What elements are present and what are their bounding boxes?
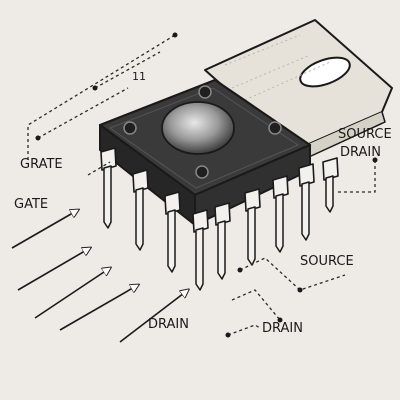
arrow <box>59 285 138 331</box>
leader-dots <box>35 32 378 338</box>
label-source: SOURCE <box>300 254 354 269</box>
chip-pin <box>322 157 339 213</box>
arrow <box>34 268 110 319</box>
label-gate: GATE <box>14 197 48 212</box>
label-grate: GRATE <box>20 157 63 172</box>
chip-dome <box>161 101 235 155</box>
label-source-drain-2: DRAIN <box>340 145 381 160</box>
chip-screw <box>268 121 282 135</box>
label-top-number: 11 <box>132 70 146 83</box>
chip-pin <box>132 169 149 251</box>
chip-pin <box>298 163 315 241</box>
chip-screw <box>198 85 212 99</box>
chip-pin <box>100 147 117 229</box>
arrow <box>17 248 90 291</box>
chip-pin <box>272 175 289 253</box>
chip-pin <box>214 202 231 280</box>
label-source-drain-1: SOURCE <box>338 127 392 142</box>
arrow <box>11 210 78 249</box>
chip-pin <box>244 188 261 266</box>
chip-pin <box>164 191 181 273</box>
chip-screw <box>123 121 137 135</box>
leader-lines <box>27 34 376 336</box>
mounting-hole <box>299 56 351 88</box>
label-drain-left: DRAIN <box>148 317 189 332</box>
chip-pin <box>192 209 209 291</box>
pointer-arrows <box>11 210 188 343</box>
chip-screw <box>195 165 209 179</box>
arrow <box>119 290 188 343</box>
chip-pins <box>100 147 339 291</box>
label-drain-right: DRAIN <box>262 321 303 336</box>
